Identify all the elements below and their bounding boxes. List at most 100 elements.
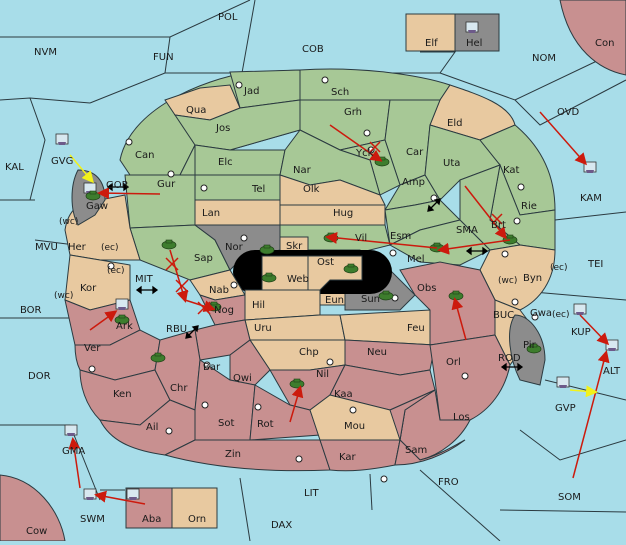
land-label-elf: Elf [425,38,438,49]
land-label-ver: Ver [84,343,101,354]
coast-tag-byn-wc: (wc) [498,276,517,286]
coast-tag-gwa-ec: (ec) [552,310,570,320]
land-label-chp: Chp [299,347,319,358]
sea-label-mit: MIT [135,274,154,285]
land-label-amp: Amp [402,177,425,188]
sea-label-rod: ROD [498,353,521,364]
province-orn[interactable] [171,487,218,529]
land-label-los: Los [453,412,470,423]
sea-label-nom: NOM [532,53,556,64]
land-label-skr: Skr [286,241,303,252]
land-label-web: Web [287,274,309,285]
land-label-olk: Olk [303,184,320,195]
province-qwi[interactable] [229,339,271,386]
land-label-obs: Obs [417,283,436,294]
land-label-zin: Zin [225,449,241,460]
sea-label-buc: BUC [493,310,514,321]
land-label-hel: Hel [466,38,482,49]
land-label-lan: Lan [202,208,220,219]
sea-label-cob: COB [302,44,324,55]
sea-label-kam: KAM [580,193,602,204]
sea-label-dax: DAX [271,520,292,531]
land-label-vil: Vil [355,233,367,244]
sea-label-som: SOM [558,492,581,503]
sea-label-con: Con [595,38,614,49]
land-label-sot: Sot [218,418,234,429]
land-label-qua: Qua [186,105,206,116]
order-arrows [68,111,610,505]
land-label-eun: Eun [325,295,344,306]
land-label-eld: Eld [447,118,462,129]
land-label-orn: Orn [188,514,206,525]
land-label-orl: Orl [446,357,461,368]
province-sam[interactable] [389,389,466,466]
land-label-qwi: Qwi [233,373,252,384]
sea-label-fro: FRO [438,477,459,488]
land-label-ken: Ken [113,389,132,400]
sea-label-kal: KAL [5,162,24,173]
fleet-unit-gvg [55,133,69,146]
sea-label-tei: TEI [587,259,603,270]
sea-label-gma: GMA [62,446,85,457]
land-label-gwa: Gwa [530,308,552,319]
land-label-hug: Hug [333,208,353,219]
sea-labels: POL NVM FUN COB NOM OVD KAL GVG GOR MVU … [5,12,621,537]
land-label-rot: Rot [257,419,274,430]
fleet-unit-hel [465,21,479,34]
land-labels: Jad Sch Qua Jos Grh Eld Can Yck Car Uta … [68,38,552,525]
land-label-bar: Bar [203,362,221,373]
land-label-ost: Ost [317,257,334,268]
sea-label-gvp: GVP [555,403,576,414]
coast-tag-byn-ec: (ec) [550,263,568,273]
sea-label-kup: KUP [571,327,591,338]
coast-tag-her-wc: (wc) [59,217,78,227]
fleet-unit-gvp [556,376,570,389]
sea-label-ovd: OVD [557,107,580,118]
province-ail[interactable] [99,399,196,456]
land-label-brt: Brt [491,220,506,231]
land-label-byn: Byn [523,273,542,284]
sea-label-cow: Cow [26,526,47,537]
land-label-car: Car [406,147,424,158]
land-label-sun: Sun [361,294,380,305]
land-label-esm: Esm [390,231,411,242]
land-label-kar: Kar [339,452,357,463]
land-label-kaa: Kaa [334,389,353,400]
province-hel[interactable] [454,13,500,52]
land-label-mou: Mou [344,421,365,432]
fleet-unit-swm [83,488,97,501]
fleet-unit-alt [605,339,619,352]
province-elc[interactable] [194,144,286,179]
land-label-grh: Grh [344,107,362,118]
sea-label-rbu: RBU [166,324,187,335]
land-label-mel: Mel [407,254,425,265]
sea-label-gvg: GVG [51,156,73,167]
support-arrows [69,154,598,398]
fleet-unit-aba [126,488,140,501]
land-label-feu: Feu [407,323,425,334]
sea-label-nvm: NVM [34,47,57,58]
land-label-gaw: Gaw [86,201,108,212]
sea-label-alt: ALT [603,366,621,377]
land-label-kor: Kor [80,283,97,294]
land-label-nor: Nor [225,242,244,253]
sea-label-gor: GOR [106,180,129,191]
land-label-jos: Jos [215,123,230,134]
province-kar[interactable] [319,439,401,472]
land-label-elc: Elc [218,157,233,168]
province-elf[interactable] [405,13,456,52]
sea-label-sma: SMA [456,225,478,236]
sea-label-dor: DOR [28,371,51,382]
land-label-jad: Jad [243,86,259,97]
land-label-pir: Pir [523,340,537,351]
land-label-aba: Aba [142,514,161,525]
failed-move-crosses [165,141,503,315]
land-label-nil: Nil [316,369,329,380]
land-label-nar: Nar [293,165,312,176]
fleet-unit-gma [64,424,78,437]
land-label-ail: Ail [146,422,158,433]
province-tel[interactable] [194,174,281,201]
land-label-kat: Kat [503,165,520,176]
province-ver[interactable] [74,329,161,381]
